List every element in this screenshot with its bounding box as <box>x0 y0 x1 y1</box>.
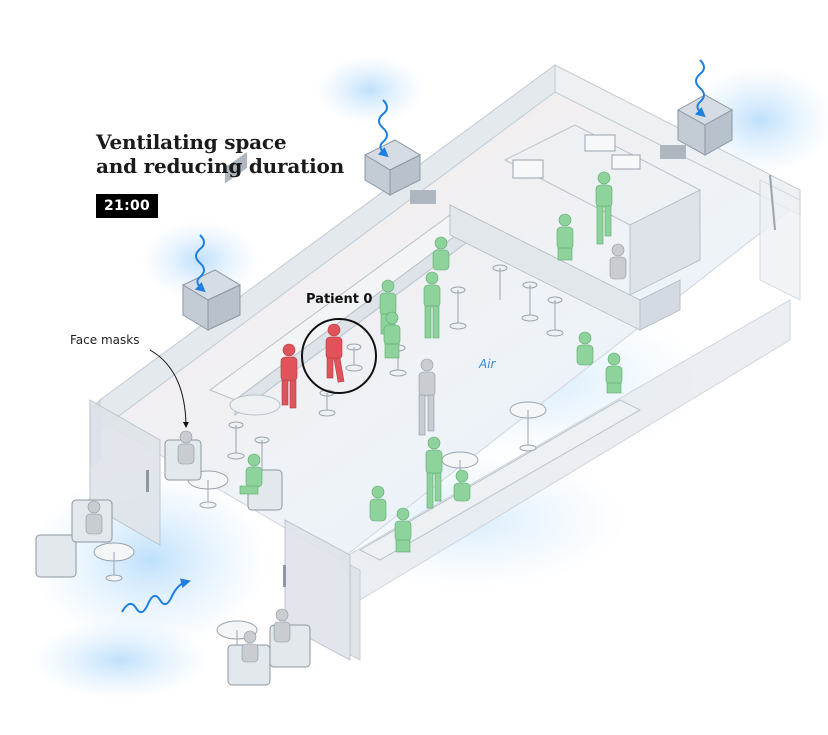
tables <box>93 401 547 655</box>
people <box>85 171 627 663</box>
title-line-1: Ventilating space <box>96 130 287 154</box>
front-door-handle <box>283 565 286 587</box>
airflow-arrow-intake <box>121 578 191 614</box>
vent-unit-left <box>181 269 242 331</box>
airflow-arrow-left <box>194 234 206 293</box>
airflow-arrow-right <box>694 59 706 118</box>
people-unexposed <box>85 243 627 663</box>
airflow-arrow-middle <box>377 99 389 158</box>
people-exposed <box>239 171 623 553</box>
sink <box>512 159 544 179</box>
patient-zero-highlight <box>301 318 377 394</box>
vent-unit-middle <box>363 139 422 196</box>
person-infected-2 <box>280 343 298 409</box>
airflow-arrows <box>121 59 706 614</box>
right-end-wall <box>759 179 801 301</box>
face-masks-pointer <box>149 349 189 428</box>
face-masks-label: Face masks <box>70 333 140 347</box>
title-line-2: and reducing duration <box>96 154 345 178</box>
graphic-title: Ventilating space and reducing duration <box>96 130 344 178</box>
air-label: Air <box>479 357 496 371</box>
time-badge: 21:00 <box>96 194 159 218</box>
person-patient-zero <box>325 323 345 383</box>
patient-zero-label: Patient 0 <box>306 292 373 307</box>
wall-vents <box>225 145 686 204</box>
left-door-handle <box>146 470 149 492</box>
